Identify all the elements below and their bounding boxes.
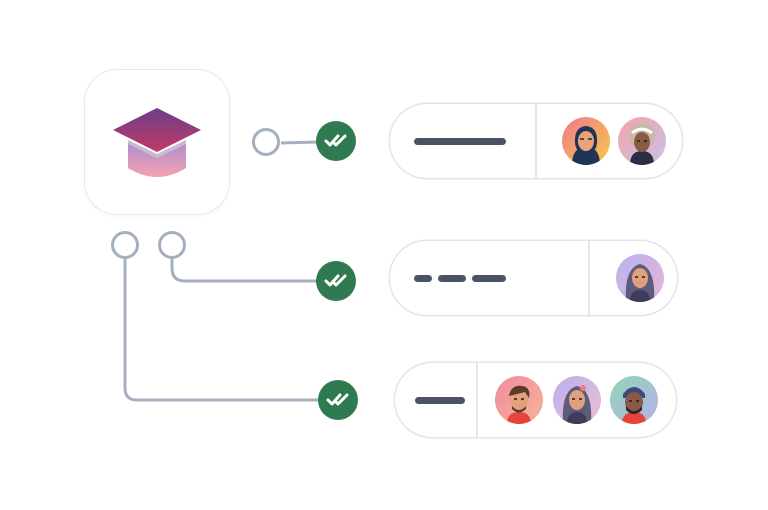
connector-node-3	[158, 231, 186, 259]
avatar	[616, 254, 664, 302]
pill-divider	[476, 363, 478, 437]
group-row-1	[390, 104, 682, 178]
pill-divider	[588, 241, 590, 315]
double-check-icon	[324, 274, 347, 287]
placeholder-bar	[415, 397, 465, 404]
check-badge-row-2	[316, 261, 356, 301]
placeholder-bar	[414, 138, 506, 145]
avatar	[495, 376, 543, 424]
connector-row-3	[123, 259, 320, 402]
graduation-cap-icon	[113, 108, 201, 177]
connector-row-2	[170, 259, 318, 283]
group-row-2	[390, 241, 677, 315]
connector-node-2	[111, 231, 139, 259]
group-row-3	[395, 363, 676, 437]
pill-divider	[535, 104, 537, 178]
app-icon-card	[85, 70, 229, 214]
double-check-icon	[324, 134, 347, 147]
check-badge-row-3	[318, 380, 358, 420]
placeholder-dash	[438, 275, 466, 282]
avatar	[618, 117, 666, 165]
check-badge-row-1	[316, 121, 356, 161]
avatar	[610, 376, 658, 424]
connector-row-1	[280, 140, 319, 145]
double-check-icon	[326, 393, 349, 406]
connector-node-1	[252, 128, 280, 156]
placeholder-dash	[414, 275, 432, 282]
avatar	[553, 376, 601, 424]
placeholder-dash	[472, 275, 506, 282]
avatar	[562, 117, 610, 165]
